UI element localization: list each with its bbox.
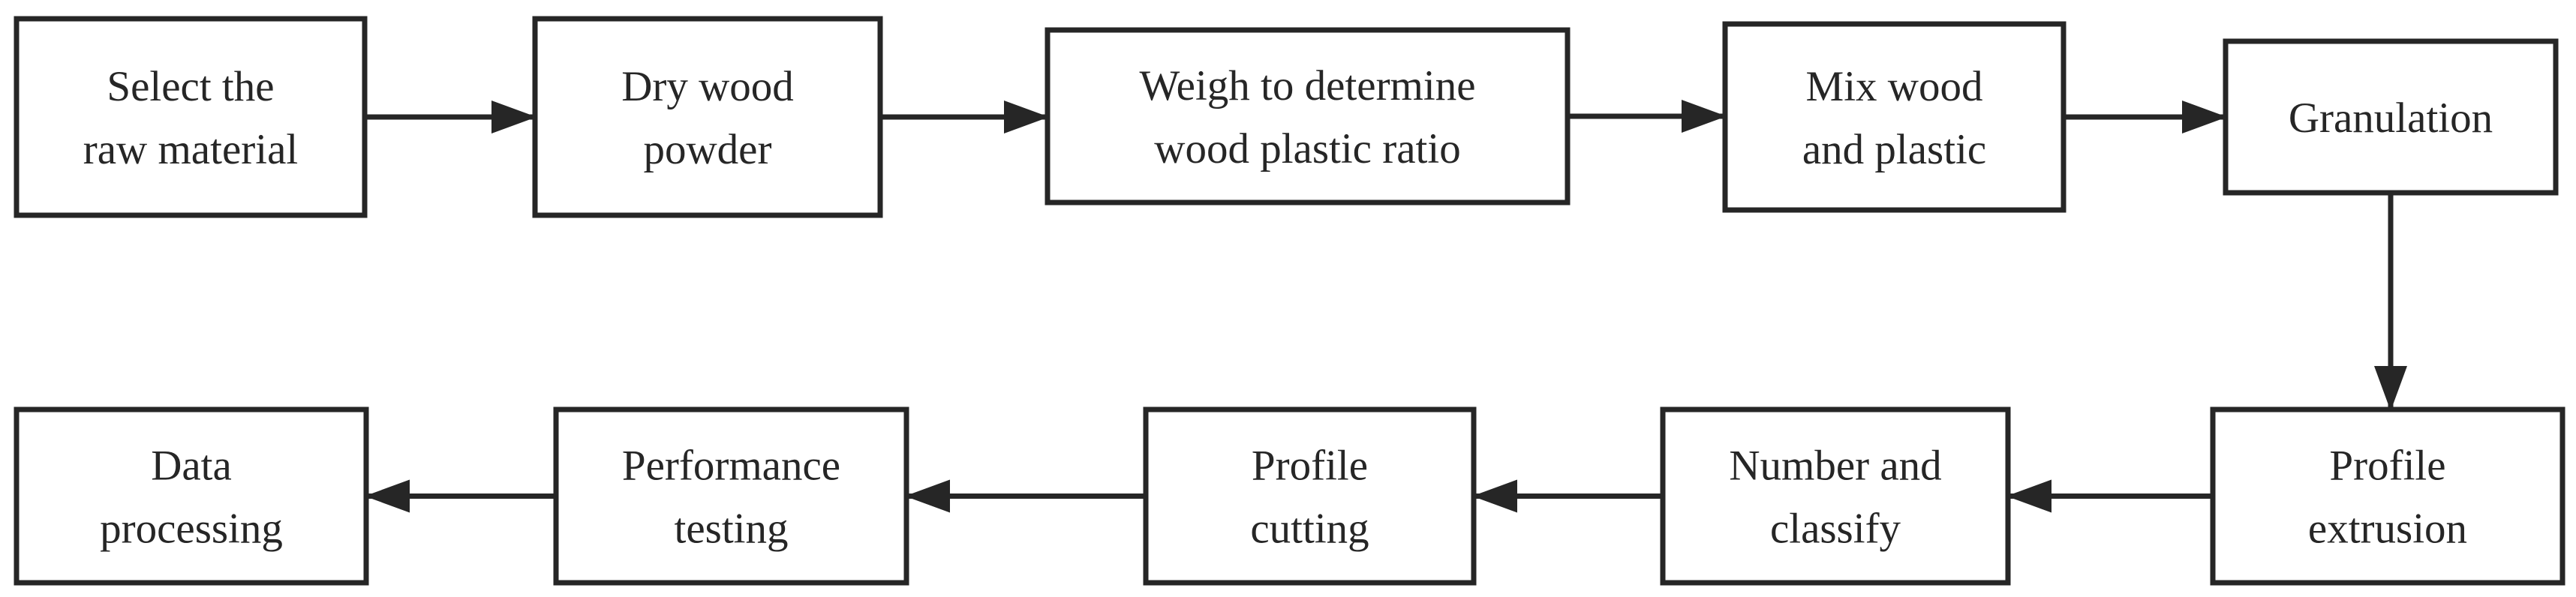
process-box-dry: Dry wood powder [532, 16, 883, 218]
process-box-border [14, 16, 368, 218]
process-box-label-line: wood plastic ratio [1154, 125, 1460, 172]
process-box-label-line: testing [675, 506, 789, 553]
process-box-border [14, 406, 369, 586]
process-box-label-line: cutting [1250, 506, 1369, 553]
process-box-border [2210, 406, 2565, 586]
arrows-layer [365, 100, 2407, 513]
process-box-label-line: classify [1770, 506, 1901, 553]
process-box-border [1143, 406, 1477, 586]
process-box-border [532, 16, 883, 218]
process-box-classify: Number and classify [1660, 406, 2011, 586]
process-box-cutting: Profile cutting [1143, 406, 1477, 586]
process-box-label-line: Dry wood [621, 63, 794, 110]
process-box-label-line: extrusion [2308, 506, 2467, 553]
process-box-mix: Mix wood and plastic [1722, 21, 2067, 213]
process-box-label-line: Profile [1252, 442, 1368, 490]
process-box-data: Data processing [14, 406, 369, 586]
process-box-label-line: powder [644, 126, 772, 173]
process-box-label-line: Granulation [2289, 94, 2493, 142]
process-box-label-line: Select the [107, 63, 274, 110]
process-box-border [553, 406, 909, 586]
process-box-label-line: raw material [83, 126, 298, 173]
process-box-border [2223, 38, 2559, 196]
process-box-label-line: Number and [1729, 442, 1941, 490]
process-box-label-line: Weigh to determine [1139, 62, 1475, 110]
process-box-border [1045, 27, 1571, 206]
process-box-label-line: Mix wood [1806, 63, 1983, 110]
process-box-testing: Performance testing [553, 406, 909, 586]
process-box-weigh: Weigh to determine wood plastic ratio [1045, 27, 1571, 206]
process-box-border [1660, 406, 2011, 586]
process-box-extrusion: Profile extrusion [2210, 406, 2565, 586]
process-box-granulation: Granulation [2223, 38, 2559, 196]
process-box-label-line: processing [100, 506, 283, 553]
process-box-label-line: Performance [622, 442, 840, 490]
process-box-select: Select the raw material [14, 16, 368, 218]
process-box-label-line: and plastic [1802, 126, 1986, 173]
nodes-layer: Select the raw material Dry wood powder Weig… [14, 16, 2565, 586]
process-box-label-line: Profile [2329, 442, 2445, 490]
process-box-label-line: Data [151, 442, 232, 490]
process-box-border [1722, 21, 2067, 213]
